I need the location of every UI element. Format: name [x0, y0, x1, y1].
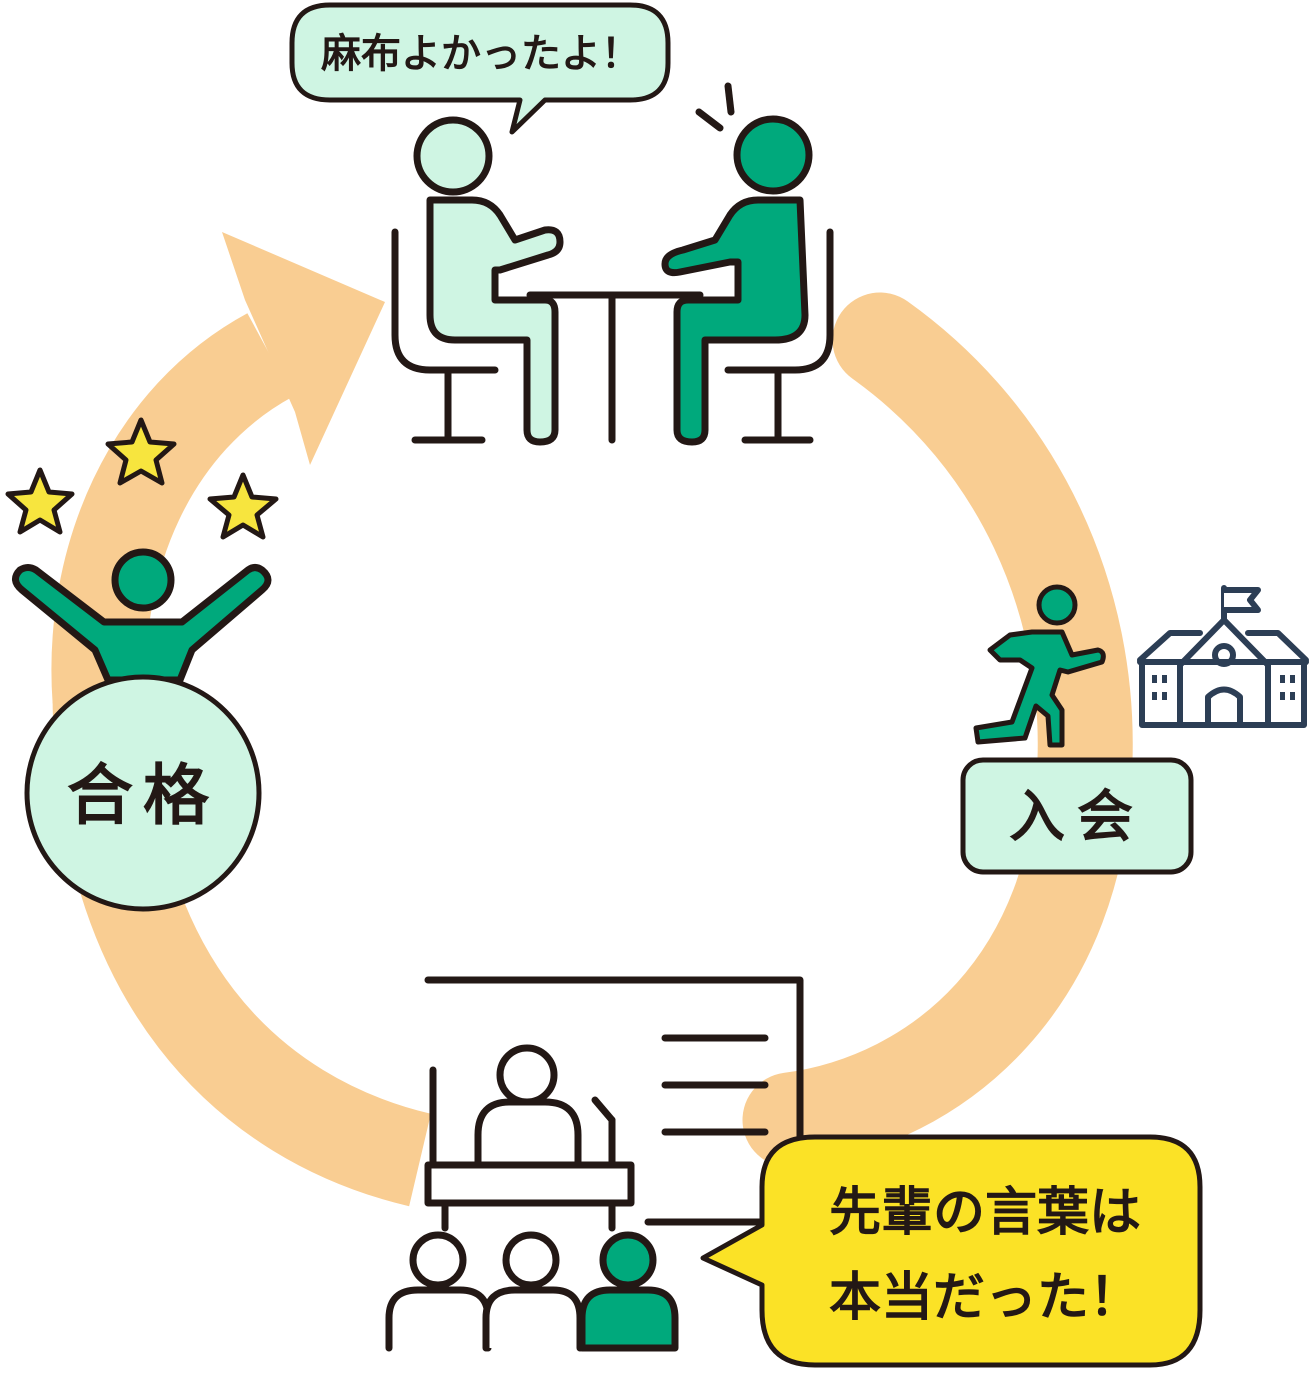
right-person-head — [733, 115, 813, 195]
star-icon — [207, 472, 279, 540]
celebrating-person-head — [111, 548, 175, 612]
pass-label-text: 合格 — [67, 757, 219, 834]
join-label-text: 入会 — [1009, 785, 1145, 850]
pass-label: 合格 — [24, 674, 262, 912]
bottom-speech-line2: 本当だった！ — [829, 1268, 1141, 1328]
top-speech-text: 麻布よかったよ！ — [321, 31, 641, 77]
runner-icon — [973, 584, 1106, 748]
top-speech-bubble: 麻布よかったよ！ — [289, 2, 671, 135]
school-building-icon — [1137, 585, 1309, 728]
cycle-arrow — [51, 232, 1133, 1207]
lecture-presentation-icon — [385, 976, 804, 1352]
bottom-speech-bubble: 先輩の言葉は 本当だった！ — [700, 1134, 1203, 1368]
star-icon — [105, 417, 177, 486]
speaker-head — [496, 1044, 558, 1106]
arrow-head — [222, 232, 385, 465]
join-label: 入会 — [960, 757, 1194, 875]
two-people-talking-icon — [391, 82, 834, 446]
stars — [5, 417, 279, 540]
star-icon — [5, 467, 75, 535]
celebrating-person-icon — [12, 548, 272, 684]
left-person-head — [413, 116, 493, 196]
bottom-speech-line1: 先輩の言葉は — [829, 1183, 1141, 1243]
